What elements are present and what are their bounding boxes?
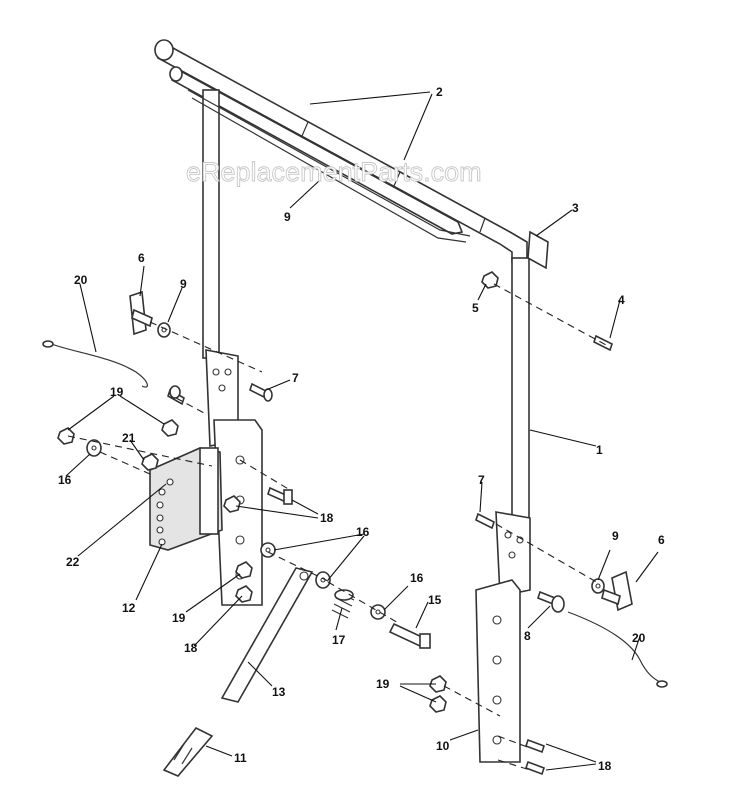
right-hardware: [429, 271, 668, 776]
callout-6-right: 6: [658, 533, 665, 547]
callout-7-right: 7: [478, 473, 485, 487]
lanyard-part-20-left: [42, 340, 148, 388]
callout-20-left: 20: [74, 273, 88, 287]
callout-16-middle: 16: [356, 525, 370, 539]
callout-16-left: 16: [58, 473, 72, 487]
bail-bar-part-11: [187, 89, 471, 243]
callout-12-label: 11: [234, 751, 247, 765]
alignment-lines: [67, 283, 609, 771]
callout-5: 5: [472, 301, 479, 315]
callout-10: 10: [436, 739, 450, 753]
callout-3: 3: [572, 201, 579, 215]
callout-9-left-shown: 9: [180, 277, 187, 291]
callout-19-right: 19: [376, 677, 390, 691]
callout-7-left: 7: [292, 371, 299, 385]
adjustment-plate-part-14: [149, 447, 223, 551]
nuts-left: [57, 419, 253, 603]
callout-18-left-lower: 18: [184, 641, 198, 655]
grip-part-12: [162, 726, 214, 777]
callout-20-right: 20: [632, 631, 646, 645]
callout-16-right: 16: [410, 571, 424, 585]
callout-19-left-top: 19: [110, 385, 124, 399]
right-mount-plate-part-10: [475, 511, 531, 763]
callout-17: 17: [332, 633, 346, 647]
callout-22: 22: [66, 555, 80, 569]
handle-bar-part-2: [154, 39, 530, 521]
callout-1: 1: [596, 443, 603, 457]
bolts-left-part-18: [267, 486, 293, 505]
callout-15: 15: [428, 593, 442, 607]
callout-4: 4: [618, 293, 625, 307]
spring-part-17: [331, 589, 355, 619]
callout-8: 8: [524, 629, 531, 643]
bracket-part-3: [527, 230, 549, 270]
watermark-text: eReplacementParts.com: [186, 157, 482, 187]
callout-13: 13: [272, 685, 286, 699]
callout-14: 12: [122, 601, 136, 615]
callout-numbers: 2 9 3 4 5 6 9 9 9 9 20 7 19 21 16 22 12 …: [58, 85, 665, 773]
callout-21: 21: [122, 431, 136, 445]
left-mount-plate: [205, 349, 263, 606]
callout-18-right: 18: [598, 759, 612, 773]
callout-11: 9: [284, 210, 291, 224]
leader-lines: [65, 91, 659, 771]
callout-6-left: 6: [138, 251, 145, 265]
knob-part-6-left: [129, 290, 153, 336]
callout-18-left-upper: 18: [320, 511, 334, 525]
callout-9-right: 9: [612, 529, 619, 543]
bolt-part-15: [388, 622, 431, 649]
callout-19-left-lower: 19: [172, 611, 186, 625]
callout-2: 2: [436, 85, 443, 99]
washer-part-9-left: [157, 322, 171, 338]
